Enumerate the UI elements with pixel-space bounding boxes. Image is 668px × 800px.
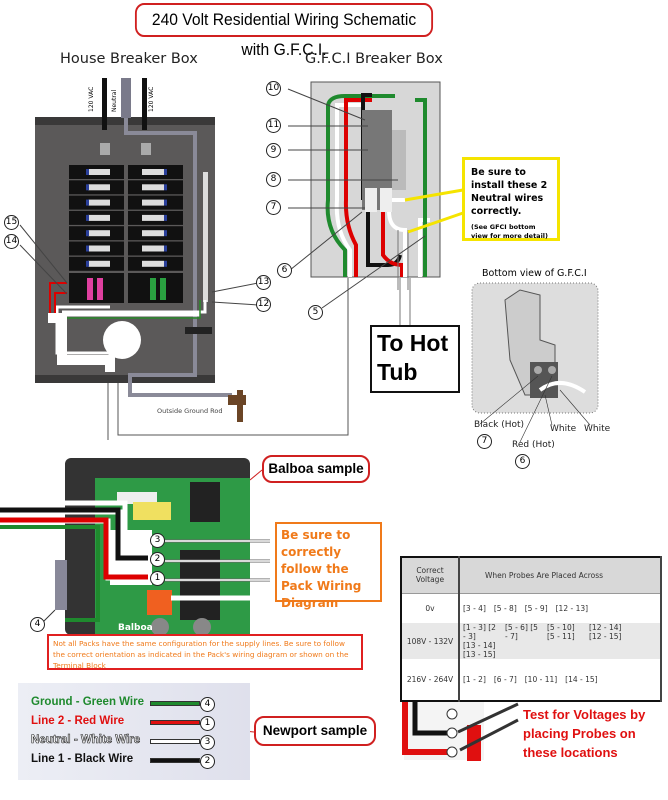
label-white-1: White xyxy=(550,424,577,434)
to-hot-tub-label: To Hot Tub xyxy=(370,325,460,393)
probe-drawing xyxy=(402,700,519,761)
header-probes: When Probes Are Placed Across xyxy=(459,557,662,594)
callout-6-bottom: 6 xyxy=(515,454,530,469)
balboa-sample-callout: Balboa sample xyxy=(262,455,370,483)
gfci-box-heading: G.F.C.I Breaker Box xyxy=(305,51,443,67)
probe-pair: [3 - 4] xyxy=(463,603,486,613)
newport-terminal: 2 xyxy=(200,754,215,769)
newport-wire xyxy=(150,701,200,706)
probe-pair: [13 - 14] [13 - 15] xyxy=(463,641,496,659)
balboa-terminal-2: 2 xyxy=(150,552,165,567)
label-black-hot: Black (Hot) xyxy=(474,420,525,430)
balboa-board-drawing xyxy=(0,458,270,636)
voltage-row: 108V - 132V[1 - 3] [2 - 3] [5 - 6] [5 - 7… xyxy=(401,623,662,659)
callout-11: 11 xyxy=(266,118,281,133)
voltage-value: 216V - 264V xyxy=(401,659,460,701)
newport-terminal: 4 xyxy=(200,697,215,712)
probe-pair: [12 - 13] xyxy=(555,603,589,613)
callout-6: 6 xyxy=(277,263,292,278)
callout-13: 13 xyxy=(256,275,271,290)
balboa-terminal-3: 3 xyxy=(150,533,165,548)
newport-sample-callout: Newport sample xyxy=(254,716,376,746)
balboa-ground-4: 4 xyxy=(30,617,45,632)
newport-wire xyxy=(150,758,200,763)
neutral-wire-note: Be sure to install these 2 Neutral wires… xyxy=(462,157,560,241)
probe-pair: [6 - 7] xyxy=(493,675,517,684)
newport-wire-label: Ground - Green Wire xyxy=(31,696,144,708)
newport-terminal: 3 xyxy=(200,735,215,750)
voltage-value: 0v xyxy=(401,593,460,623)
bottom-view-title: Bottom view of G.F.C.I xyxy=(482,268,587,279)
label-white-2: White xyxy=(584,424,611,434)
probe-pair: [5 - 6] [5 - 7] xyxy=(505,623,538,641)
probe-pair: [14 - 15] xyxy=(565,675,598,684)
header-correct-voltage: Correct Voltage xyxy=(401,557,460,594)
callout-10: 10 xyxy=(266,81,281,96)
ground-rod-label: Outside Ground Rod xyxy=(157,407,223,415)
wire-label-120vac-2: 120 VAC xyxy=(148,86,155,112)
callout-12: 12 xyxy=(256,297,271,312)
balboa-logo: Balboa xyxy=(118,623,153,633)
probe-cell: [1 - 3] [2 - 3] [5 - 6] [5 - 7] [5 - 10] [… xyxy=(459,623,662,659)
diagram-title: 240 Volt Residential Wiring Schematic wi… xyxy=(134,3,434,59)
probe-pair: [1 - 3] [2 - 3] xyxy=(463,623,496,641)
voltage-row: 0v[3 - 4] [5 - 8] [5 - 9] [12 - 13] xyxy=(401,593,662,623)
neutral-note-text: Be sure to install these 2 Neutral wires… xyxy=(471,167,548,217)
callout-8: 8 xyxy=(266,172,281,187)
newport-terminal: 1 xyxy=(200,716,215,731)
wire-label-neutral: Neutral xyxy=(111,89,118,112)
callout-9: 9 xyxy=(266,143,281,158)
newport-wire-label: Line 1 - Black Wire xyxy=(31,753,134,765)
newport-wire xyxy=(150,739,200,744)
newport-wire-label: Neutral - White Wire xyxy=(31,734,141,747)
callout-14: 14 xyxy=(4,234,19,249)
label-red-hot: Red (Hot) xyxy=(512,440,555,450)
house-box-heading: House Breaker Box xyxy=(60,51,198,67)
callout-7-bottom: 7 xyxy=(477,434,492,449)
wire-label-120vac-1: 120 VAC xyxy=(88,86,95,112)
probe-pair: [12 - 14] [12 - 15] xyxy=(589,623,622,641)
newport-wire xyxy=(150,720,200,725)
probe-pair: [5 - 9] xyxy=(524,603,548,613)
gfci-bottom-view-drawing xyxy=(471,282,599,443)
callout-15: 15 xyxy=(4,215,19,230)
probe-cell: [3 - 4] [5 - 8] [5 - 9] [12 - 13] xyxy=(459,593,662,623)
house-breaker-box xyxy=(35,78,349,440)
probe-pair: [5 - 8] xyxy=(493,603,517,613)
balboa-terminal-1: 1 xyxy=(150,571,165,586)
probe-pair: [5 - 10] [5 - 11] xyxy=(547,623,575,641)
probe-cell: [1 - 2] [6 - 7] [10 - 11] [14 - 15] xyxy=(459,659,662,701)
voltage-value: 108V - 132V xyxy=(401,623,460,659)
neutral-note-sub: (See GFCI bottom view for more detail) xyxy=(471,223,549,240)
probe-pair: [10 - 11] xyxy=(524,675,558,684)
probe-pair: [1 - 2] xyxy=(463,675,486,684)
gfci-double-breaker xyxy=(69,273,124,303)
callout-7: 7 xyxy=(266,200,281,215)
newport-wire-label: Line 2 - Red Wire xyxy=(31,715,125,727)
supply-lines-note: Not all Packs have the same configuratio… xyxy=(47,634,363,670)
test-voltage-note: Test for Voltages by placing Probes on t… xyxy=(523,707,646,760)
pack-wiring-note: Be sure to correctly follow the Pack Wir… xyxy=(275,522,382,610)
callout-5: 5 xyxy=(308,305,323,320)
gfci-breaker-box xyxy=(310,81,441,290)
voltage-row: 216V - 264V[1 - 2] [6 - 7] [10 - 11] [14 - … xyxy=(401,659,662,701)
